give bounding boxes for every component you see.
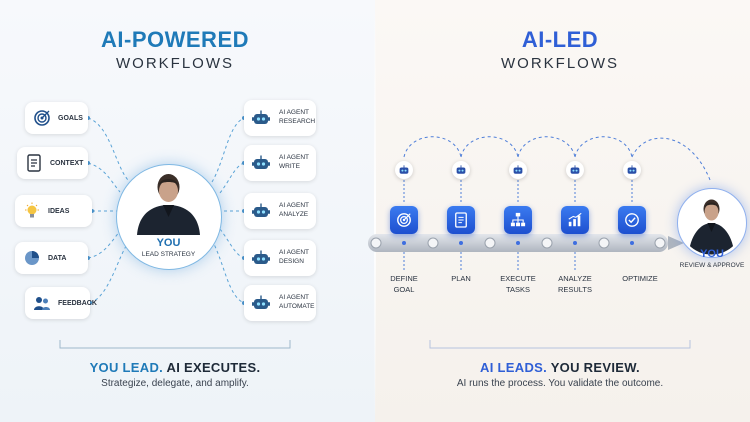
step-label-optimize: OPTIMIZE [610,274,670,285]
document-icon [455,212,467,228]
step-label-line: ANALYZE [558,274,592,283]
input-card-feedback: FEEDBACK [25,287,97,319]
lightbulb-icon [23,202,41,220]
pie-chart-icon [23,249,41,267]
robot-icon [623,161,641,179]
step-label-line: PLAN [451,274,471,283]
input-card-data: DATA [15,242,88,274]
caption-part-b: YOU REVIEW. [550,360,640,375]
step-label-plan: PLAN [431,274,491,285]
target-icon [33,109,51,127]
agent-line1: AI AGENT [279,202,309,210]
left-caption: YOU LEAD. AI EXECUTES. [40,360,310,375]
step-label-line: OPTIMIZE [622,274,658,283]
step-optimize [618,206,646,234]
org-chart-icon [510,212,526,227]
people-icon [33,294,51,312]
robot-icon [509,161,527,179]
agent-line2: RESEARCH [279,118,316,125]
step-label-line: DEFINE [390,274,418,283]
input-label: CONTEXT [50,159,84,167]
robot-icon [395,161,413,179]
checkmark-icon [625,213,639,227]
caption-part-a: AI LEADS. [480,360,548,375]
agent-line1: AI AGENT [279,154,309,162]
step-analyze-results [561,206,589,234]
input-card-ideas: IDEAS [15,195,92,227]
agent-line1: AI AGENT [279,249,309,257]
agent-line2: ANALYZE [279,211,309,218]
robot-icon [452,161,470,179]
input-label: FEEDBACK [58,299,97,307]
left-title: AI-POWERED [101,27,249,52]
agent-line2: DESIGN [279,258,304,265]
person-avatar [688,199,735,255]
step-label-line: GOAL [393,284,415,294]
robot-icon [252,203,270,217]
input-card-goals: GOALS [25,102,88,134]
left-subtitle: WORKFLOWS [116,55,234,72]
agent-line2: WRITE [279,163,300,170]
robot-icon [252,155,270,169]
right-caption: AI LEADS. YOU REVIEW. [425,360,695,375]
input-label: IDEAS [48,207,70,215]
input-label: GOALS [58,114,83,122]
right-caption-sub: AI runs the process. You validate the ou… [456,378,664,389]
panel-divider [374,0,376,422]
left-caption-sub: Strategize, delegate, and amplify. [101,378,249,389]
right-subtitle: WORKFLOWS [501,55,619,72]
step-label-line: RESULTS [557,284,593,294]
target-icon [397,213,411,227]
step-label-line: EXECUTE [500,274,536,283]
document-icon [25,154,43,172]
robot-icon [252,250,270,264]
lead-strategy-hub: YOU LEAD STRATEGY [116,164,222,270]
review-hub-name: YOU [700,248,724,260]
caption-part-a: YOU LEAD. [89,360,164,375]
step-define-goal [390,206,418,234]
step-label-line: TASKS [505,284,531,294]
input-label: DATA [48,254,67,262]
hub-role: LEAD STRATEGY [141,251,196,258]
agent-line1: AI AGENT [279,294,309,302]
agent-line2: AUTOMATE [279,303,315,310]
review-hub-role: REVIEW & APPROVE [679,262,745,269]
hub-name: YOU [156,237,181,249]
step-plan [447,206,475,234]
person-avatar [137,174,200,235]
robot-icon [566,161,584,179]
right-title: AI-LED [521,27,599,52]
bar-chart-icon [568,212,582,227]
review-approve-hub [677,188,747,258]
caption-part-b: AI EXECUTES. [166,360,261,375]
input-card-context: CONTEXT [17,147,88,179]
robot-icon [252,295,270,309]
step-execute-tasks [504,206,532,234]
agent-line1: AI AGENT [279,109,309,117]
robot-icon [252,110,270,124]
